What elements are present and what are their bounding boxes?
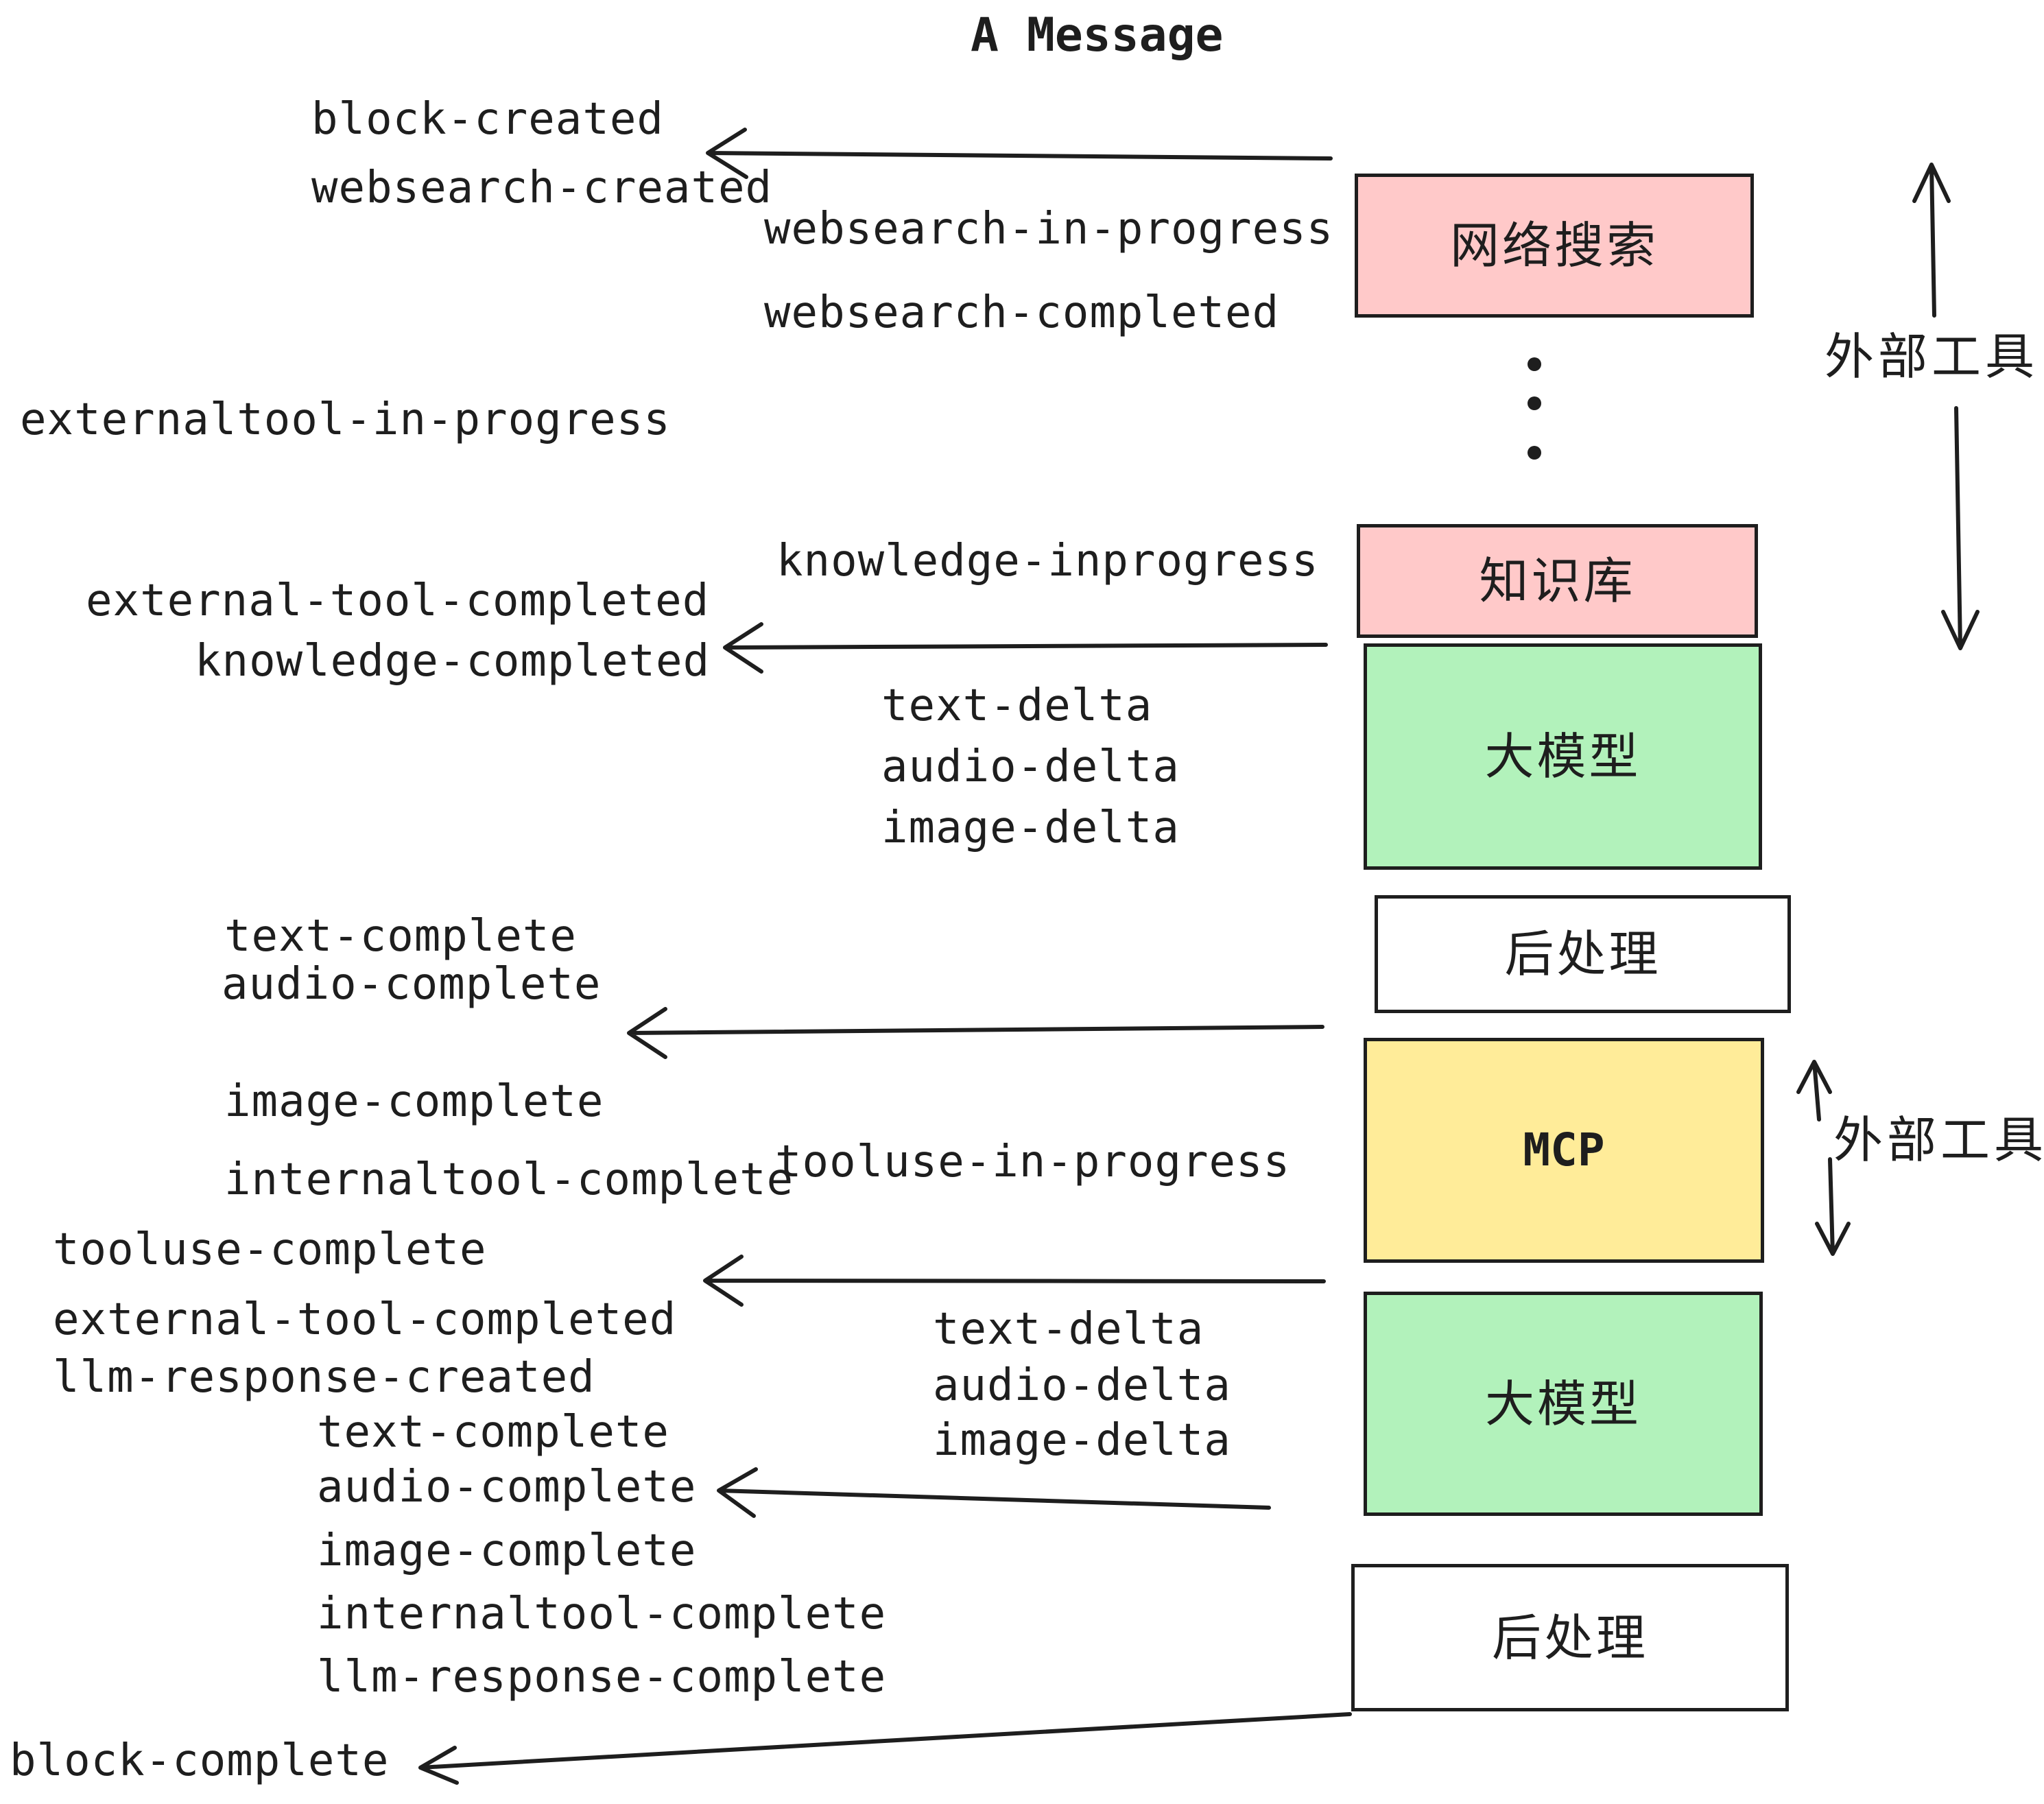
event-label-audio-delta-2: audio-delta <box>933 1360 1231 1411</box>
box-knowledge: 知识库 <box>1357 524 1758 638</box>
arrow-post1-to-complete-group <box>627 1007 1324 1059</box>
box-websearch-label: 网络搜索 <box>1449 217 1659 274</box>
box-postprocess-2: 后处理 <box>1351 1564 1789 1711</box>
event-label-audio-complete-1: audio-complete <box>222 959 602 1010</box>
event-label-audio-complete-2: audio-complete <box>317 1462 697 1512</box>
arrow-post2-to-block-complete <box>418 1712 1352 1785</box>
arrow-llm1-to-knowledge-completed <box>723 622 1328 674</box>
event-label-image-complete-2: image-complete <box>317 1526 697 1576</box>
page-title: A Message <box>971 8 1224 62</box>
arrow-external-tools-mcp-down <box>1815 1157 1851 1256</box>
event-label-block-created: block-created <box>311 94 664 145</box>
event-label-image-delta-1: image-delta <box>881 803 1180 853</box>
box-llm-1-label: 大模型 <box>1484 728 1641 785</box>
event-label-llm-response-created: llm-response-created <box>53 1352 595 1403</box>
event-label-knowledge-completed: knowledge-completed <box>195 636 711 687</box>
arrow-mcp-to-tooluse-complete <box>703 1255 1326 1307</box>
box-llm-1: 大模型 <box>1364 643 1762 870</box>
arrow-llm2-to-audio-complete <box>717 1467 1271 1518</box>
ellipsis-dot-3 <box>1528 446 1541 460</box>
ellipsis-dot-2 <box>1528 396 1541 410</box>
external-tools-label-mcp: 外部工具 <box>1833 1111 2044 1169</box>
event-label-websearch-completed: websearch-completed <box>764 287 1280 338</box>
event-label-text-complete-2: text-complete <box>317 1407 669 1458</box>
event-label-block-complete: block-complete <box>10 1735 390 1786</box>
event-label-external-tool-completed-2: external-tool-completed <box>53 1294 677 1345</box>
box-postprocess-1: 后处理 <box>1375 895 1791 1013</box>
vertical-ellipsis <box>1528 357 1541 460</box>
arrow-external-tools-down <box>1941 406 1980 650</box>
event-label-image-delta-2: image-delta <box>933 1415 1231 1466</box>
arrow-external-tools-mcp-up <box>1796 1060 1832 1121</box>
event-label-knowledge-inprogress: knowledge-inprogress <box>776 536 1319 586</box>
arrow-external-tools-up <box>1912 163 1951 318</box>
external-tools-label-top: 外部工具 <box>1825 328 2039 385</box>
event-label-audio-delta-1: audio-delta <box>881 741 1180 792</box>
box-llm-2-label: 大模型 <box>1484 1375 1641 1433</box>
event-label-llm-response-complete: llm-response-complete <box>317 1652 887 1702</box>
box-knowledge-label: 知识库 <box>1479 552 1636 610</box>
event-label-text-delta-1: text-delta <box>881 680 1153 731</box>
event-label-text-complete-1: text-complete <box>224 911 577 962</box>
box-websearch: 网络搜索 <box>1355 174 1754 318</box>
box-mcp-label: MCP <box>1523 1124 1605 1176</box>
event-label-websearch-in-progress: websearch-in-progress <box>764 204 1334 254</box>
box-postprocess-2-label: 后处理 <box>1491 1609 1648 1667</box>
arrow-websearch-to-created <box>706 128 1333 179</box>
event-label-internaltool-complete-1: internaltool-complete <box>224 1154 794 1205</box>
box-postprocess-1-label: 后处理 <box>1504 925 1661 983</box>
event-label-text-delta-2: text-delta <box>933 1304 1204 1355</box>
box-llm-2: 大模型 <box>1364 1292 1763 1516</box>
event-label-external-tool-completed: external-tool-completed <box>86 575 710 626</box>
event-label-externaltool-in-progress: externaltool-in-progress <box>20 394 671 445</box>
box-mcp: MCP <box>1364 1038 1764 1263</box>
ellipsis-dot-1 <box>1528 357 1541 371</box>
event-label-tooluse-complete: tooluse-complete <box>53 1224 487 1275</box>
event-label-image-complete-1: image-complete <box>224 1076 604 1127</box>
event-label-tooluse-in-progress: tooluse-in-progress <box>775 1137 1291 1187</box>
event-label-websearch-created: websearch-created <box>311 163 773 213</box>
event-label-internaltool-complete-2: internaltool-complete <box>317 1589 887 1639</box>
